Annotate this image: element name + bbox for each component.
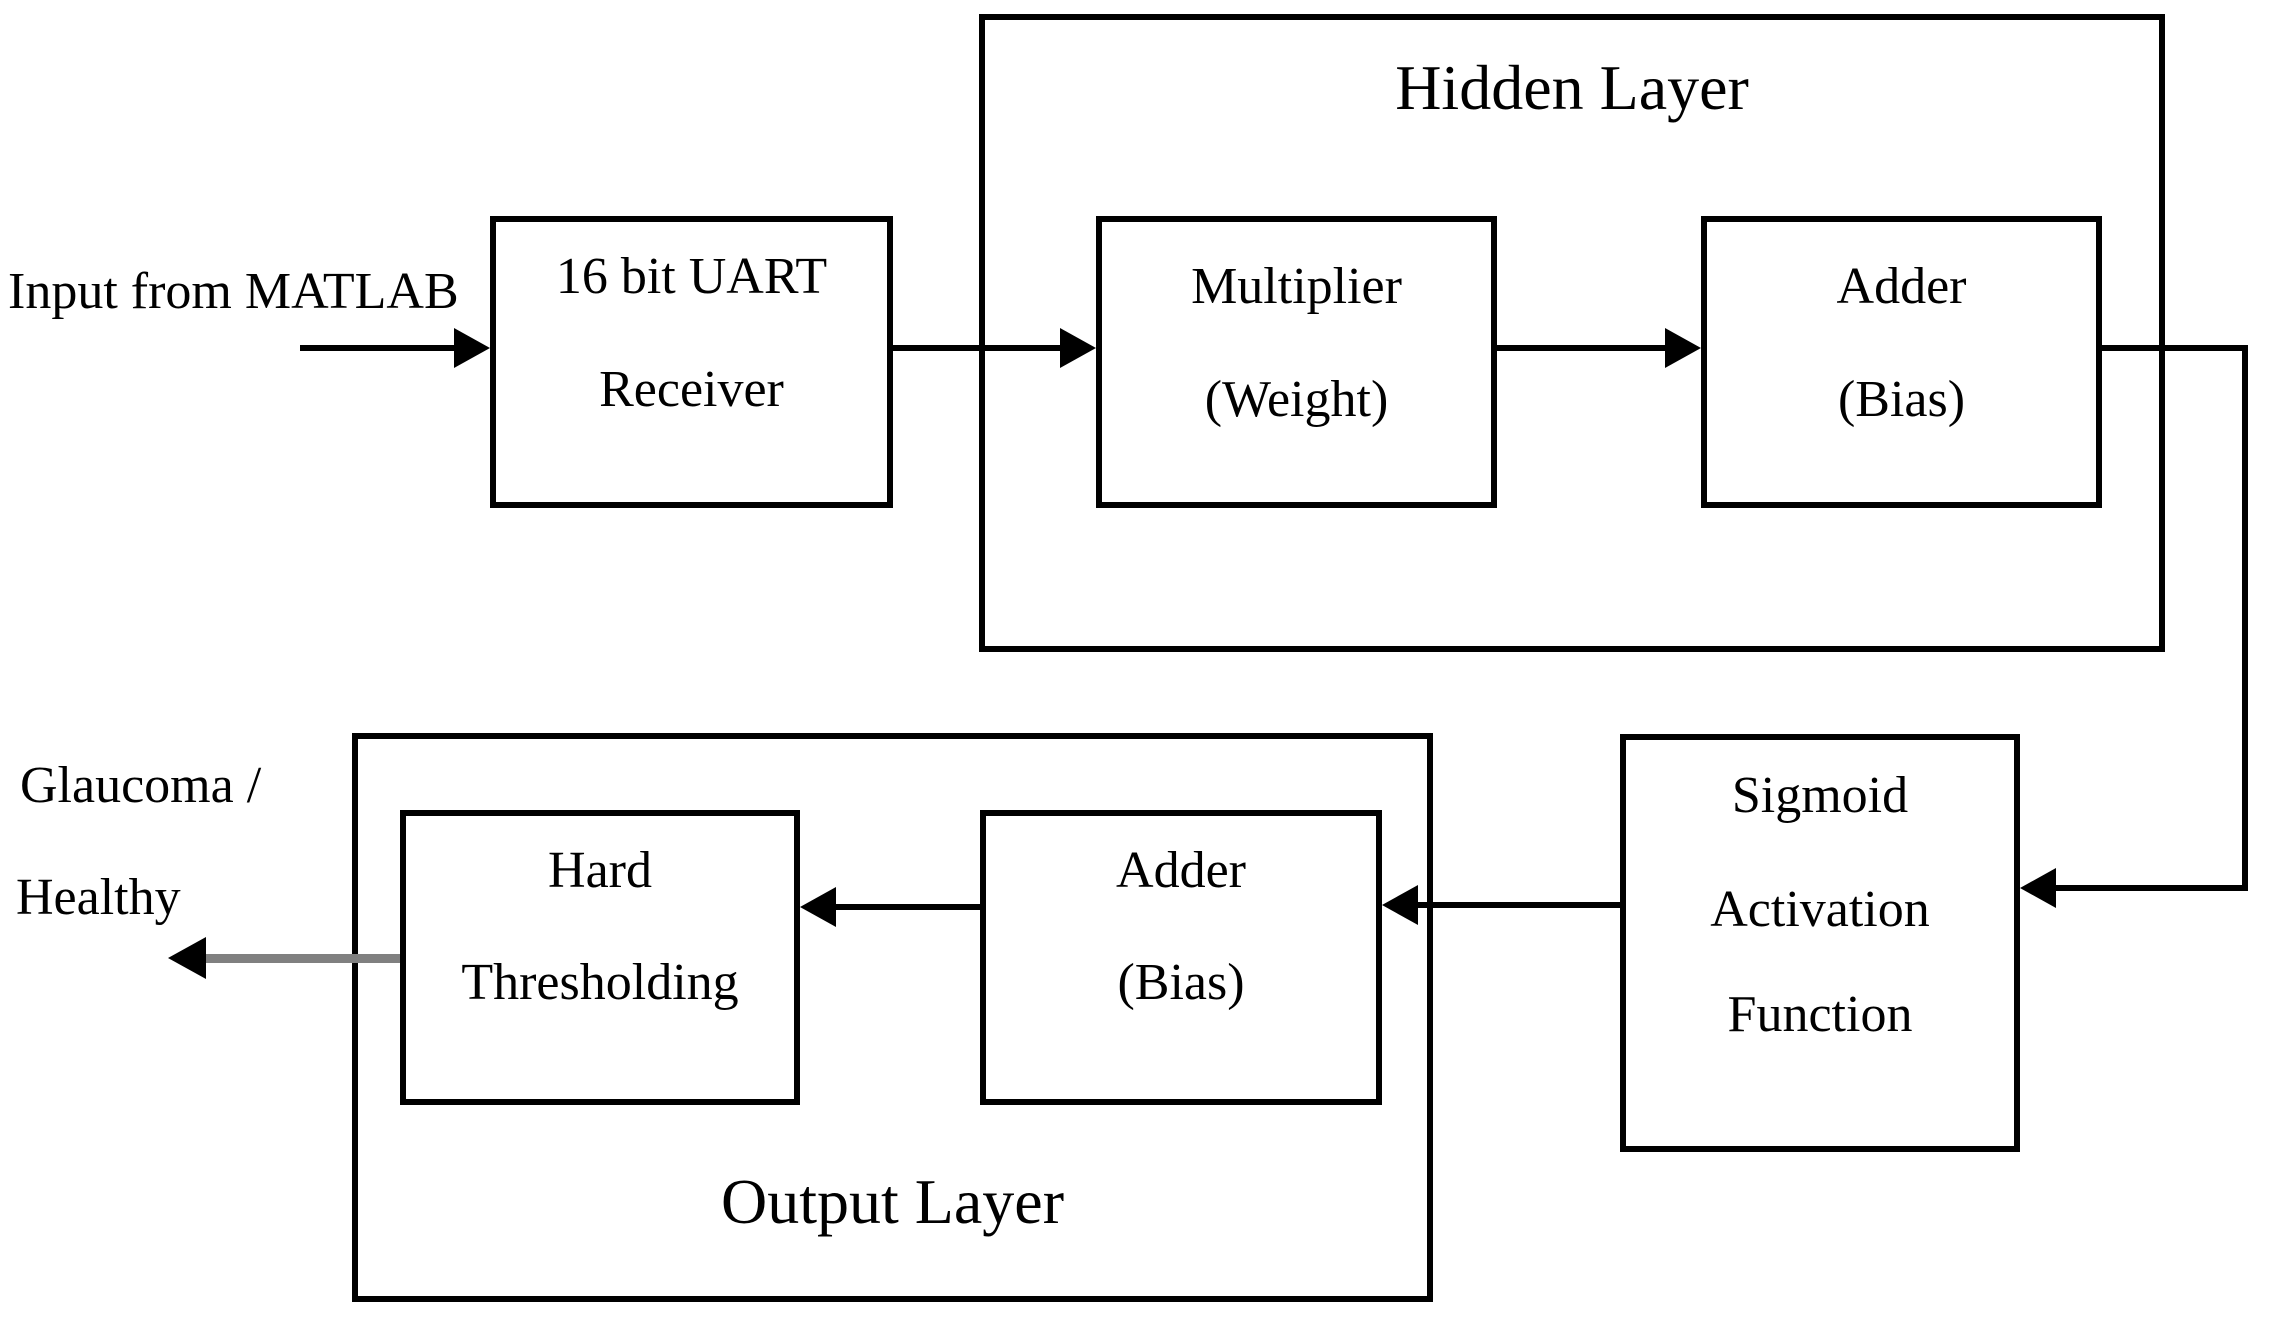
uart-receiver-label-line2: Receiver (599, 361, 784, 418)
multiplier-box (1096, 216, 1497, 508)
multiplier-to-adder-arrow-line (1497, 345, 1665, 351)
adder-bias-hidden-box (1701, 216, 2102, 508)
hard-thresholding-label-line1: Hard (548, 842, 652, 899)
uart-receiver-label-line1: 16 bit UART (555, 248, 828, 305)
result-label-line2: Healthy (16, 869, 181, 926)
sigmoid-to-adder-arrow-head-icon (1382, 885, 1418, 925)
sigmoid-to-adder-arrow-line (1418, 902, 1620, 908)
uart-receiver-box (490, 216, 893, 508)
adder-out-connector-down (2242, 345, 2248, 891)
hard-thresholding-box (400, 810, 800, 1105)
input-arrow-head-icon (454, 328, 490, 368)
sigmoid-label-line1: Sigmoid (1731, 767, 1909, 824)
connector-into-sigmoid-line (2056, 885, 2248, 891)
hard-thresholding-label-line2: Thresholding (461, 954, 739, 1011)
output-layer-container (352, 733, 1433, 1302)
output-layer-title: Output Layer (721, 1166, 1064, 1237)
connector-into-sigmoid-head-icon (2020, 868, 2056, 908)
input-arrow-line (300, 345, 454, 351)
uart-to-multiplier-arrow-head-icon (1060, 328, 1096, 368)
adder-to-thresholding-arrow-head-icon (800, 887, 836, 927)
multiplier-label-line1: Multiplier (1191, 258, 1402, 315)
sigmoid-label-line3: Function (1727, 986, 1913, 1043)
result-label-line1: Glaucoma / (20, 757, 262, 814)
multiplier-label-line2: (Weight) (1204, 371, 1389, 428)
adder-bias-hidden-label-line1: Adder (1836, 258, 1967, 315)
input-label: Input from MATLAB (8, 263, 459, 320)
uart-to-multiplier-arrow-line (893, 345, 1060, 351)
adder-bias-output-label-line1: Adder (1116, 842, 1246, 899)
hidden-layer-container (979, 14, 2165, 652)
adder-bias-output-label-line2: (Bias) (1117, 954, 1245, 1011)
sigmoid-label-line2: Activation (1710, 881, 1930, 938)
adder-out-connector-top (2102, 345, 2248, 351)
hidden-layer-title: Hidden Layer (1395, 52, 1749, 123)
output-arrow-line (202, 954, 400, 963)
adder-to-thresholding-arrow-line (836, 904, 980, 910)
multiplier-to-adder-arrow-head-icon (1665, 328, 1701, 368)
adder-bias-hidden-label-line2: (Bias) (1837, 371, 1966, 428)
adder-bias-output-box (980, 810, 1382, 1105)
sigmoid-activation-box (1620, 734, 2020, 1152)
output-arrow-head-icon (168, 937, 206, 979)
